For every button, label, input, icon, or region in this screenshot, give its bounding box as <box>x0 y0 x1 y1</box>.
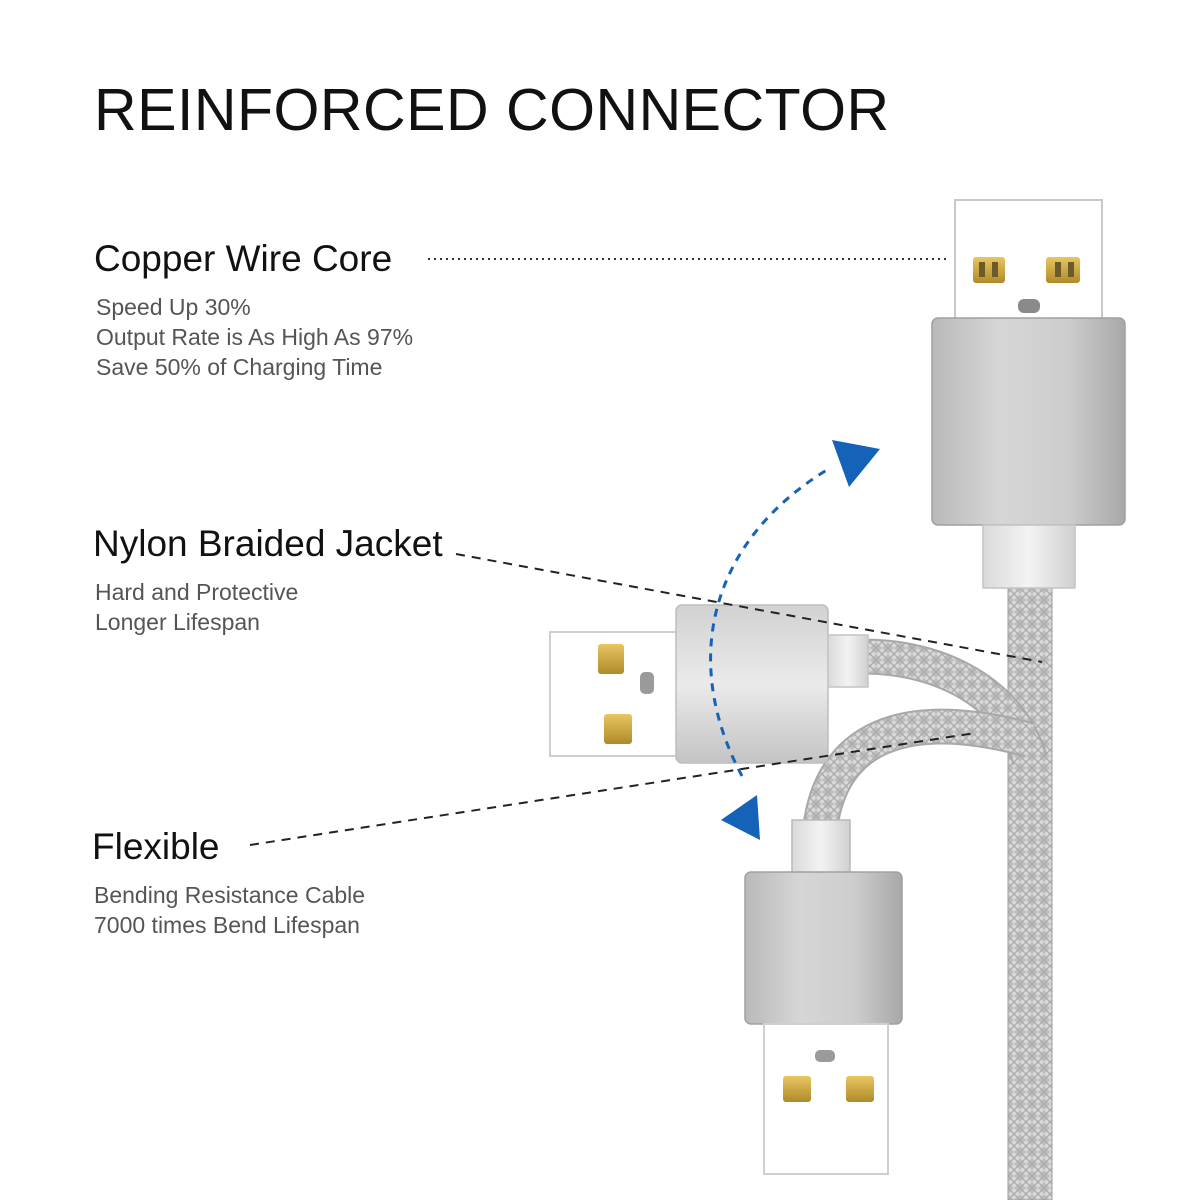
feature-detail: Bending Resistance Cable <box>94 882 366 908</box>
arrow-head-down-icon <box>721 795 760 840</box>
arrow-head-up-icon <box>832 440 880 487</box>
feature-detail: Output Rate is As High As 97% <box>96 324 414 350</box>
left-usb-connector <box>549 604 869 764</box>
feature-heading: Flexible <box>92 826 220 867</box>
feature-heading: Nylon Braided Jacket <box>93 523 443 564</box>
feature-details: Bending Resistance Cable 7000 times Bend… <box>92 880 365 940</box>
bent-cables <box>802 638 1048 833</box>
feature-detail: Save 50% of Charging Time <box>96 354 383 380</box>
bottom-usb-connector <box>744 819 903 1175</box>
feature-detail: 7000 times Bend Lifespan <box>94 912 360 938</box>
bend-arrow <box>709 440 880 840</box>
feature-detail: Speed Up 30% <box>96 294 251 320</box>
feature-details: Speed Up 30% Output Rate is As High As 9… <box>94 292 413 382</box>
leader-lines <box>249 258 1043 846</box>
feature-details: Hard and Protective Longer Lifespan <box>93 577 443 637</box>
feature-nylon-braided-jacket: Nylon Braided Jacket Hard and Protective… <box>93 523 443 637</box>
feature-detail: Hard and Protective <box>95 579 299 605</box>
top-usb-connector <box>931 199 1126 589</box>
feature-flexible: Flexible Bending Resistance Cable 7000 t… <box>92 826 365 940</box>
nylon-leader-line <box>455 553 1043 663</box>
main-cable <box>1007 587 1053 1200</box>
feature-copper-wire-core: Copper Wire Core Speed Up 30% Output Rat… <box>94 238 413 382</box>
page-title: REINFORCED CONNECTOR <box>94 77 890 143</box>
feature-detail: Longer Lifespan <box>95 609 260 635</box>
feature-heading: Copper Wire Core <box>94 238 393 279</box>
flexible-leader-line <box>249 732 976 846</box>
